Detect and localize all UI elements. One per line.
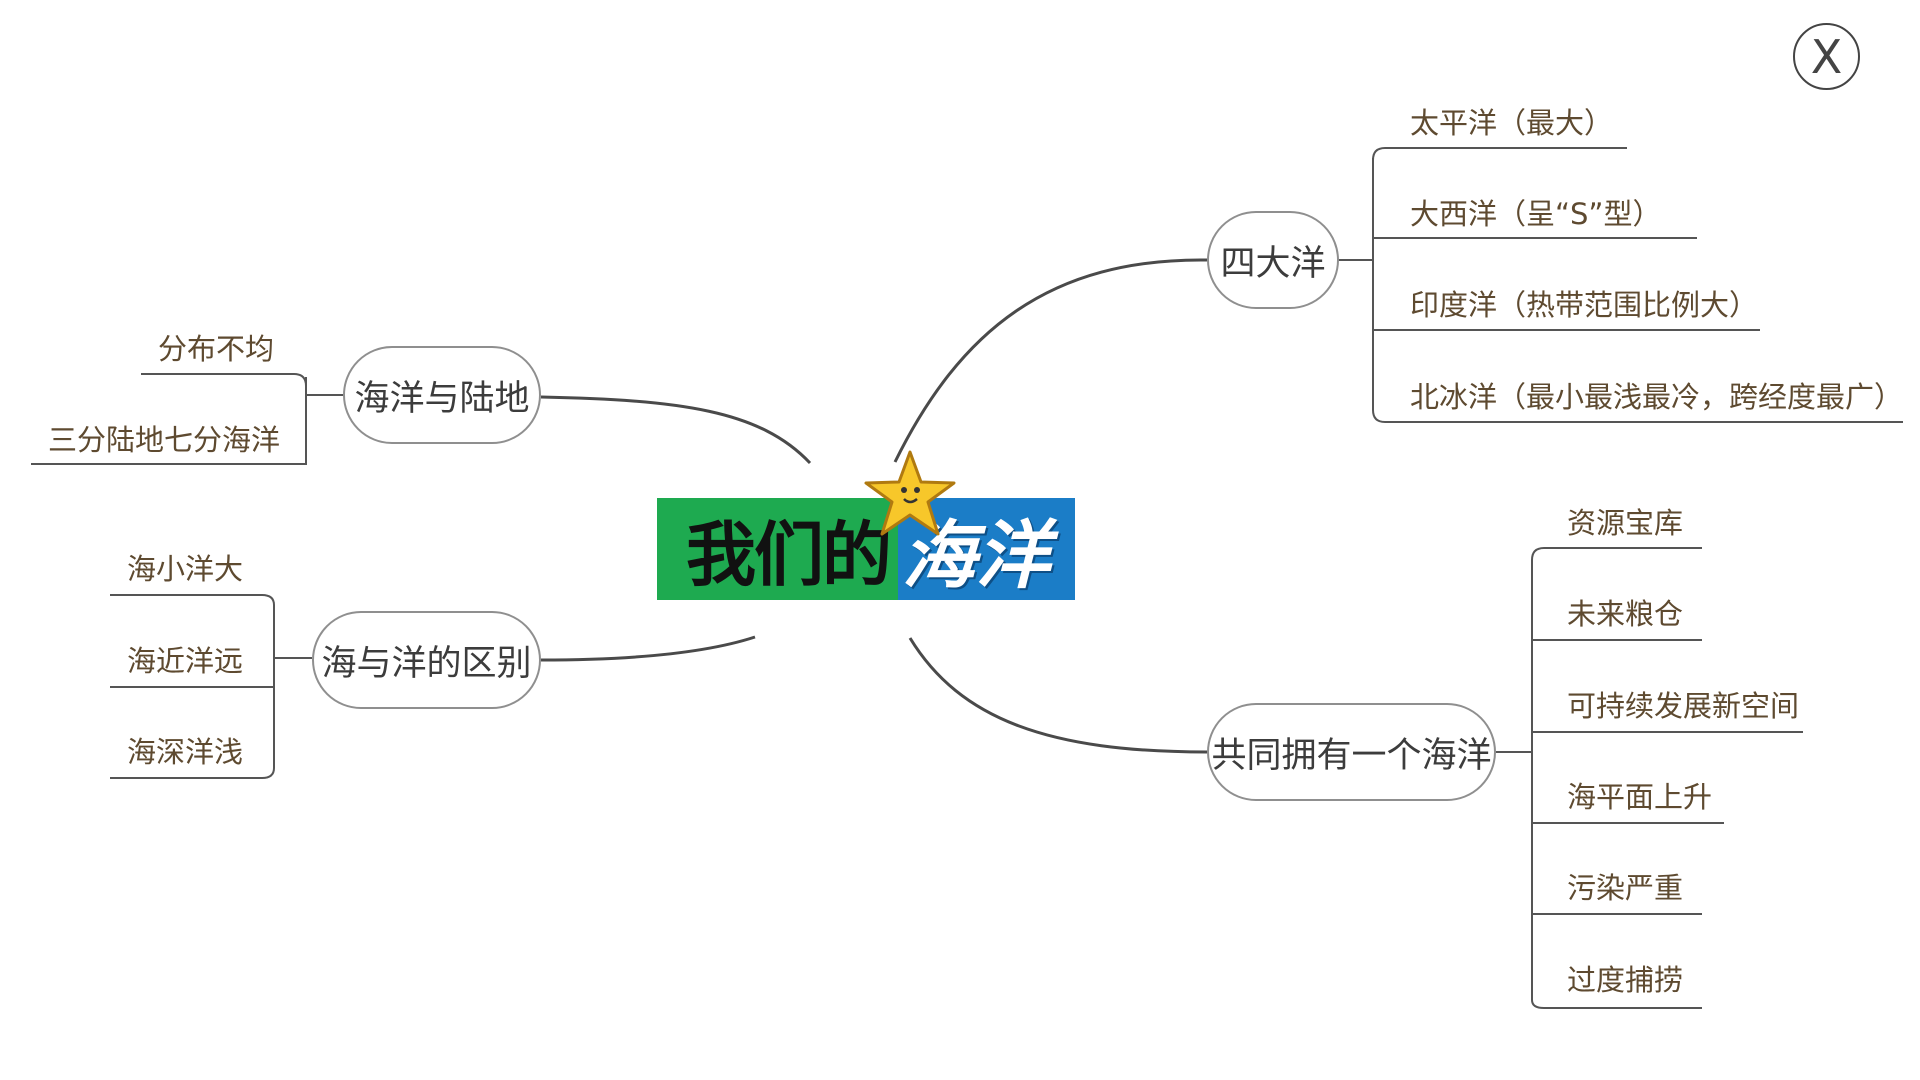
- node-shared-ocean[interactable]: 共同拥有一个海洋: [1207, 703, 1496, 801]
- center-title-part1: 我们的: [657, 498, 898, 600]
- leaf-pacific[interactable]: 太平洋（最大）: [1410, 106, 1614, 140]
- leaf-resource-treasury[interactable]: 资源宝库: [1567, 506, 1684, 540]
- leaf-sustainable-space[interactable]: 可持续发展新空间: [1567, 689, 1800, 723]
- leaf-indian[interactable]: 印度洋（热带范围比例大）: [1410, 288, 1759, 322]
- leaf-uneven-distribution[interactable]: 分布不均: [158, 332, 275, 366]
- leaf-sea-small-ocean-big[interactable]: 海小洋大: [127, 552, 244, 586]
- connector-shared-ocean: [908, 637, 1208, 754]
- leaf-sea-level-rise[interactable]: 海平面上升: [1567, 780, 1713, 814]
- node-four-oceans[interactable]: 四大洋: [1207, 211, 1339, 309]
- leaf-sea-deep-ocean-shallow[interactable]: 海深洋浅: [127, 735, 244, 769]
- leaf-overfishing[interactable]: 过度捕捞: [1567, 963, 1684, 997]
- close-button[interactable]: X: [1793, 23, 1860, 90]
- center-title[interactable]: 我们的 海洋: [657, 498, 1075, 600]
- node-sea-land[interactable]: 海洋与陆地: [343, 346, 541, 444]
- leaf-three-land-seven-sea[interactable]: 三分陆地七分海洋: [48, 423, 281, 457]
- connector-four-oceans: [893, 258, 1208, 463]
- leaf-future-granary[interactable]: 未来粮仓: [1567, 597, 1684, 631]
- connector-sea-vs-ocean: [540, 635, 756, 662]
- node-sea-vs-ocean[interactable]: 海与洋的区别: [312, 611, 541, 709]
- leaf-serious-pollution[interactable]: 污染严重: [1567, 871, 1684, 905]
- leaf-atlantic[interactable]: 大西洋（呈“S”型）: [1410, 197, 1662, 231]
- leaf-arctic[interactable]: 北冰洋（最小最浅最冷，跨经度最广）: [1410, 380, 1904, 414]
- connector-sea-land: [540, 395, 812, 465]
- leaf-sea-near-ocean-far[interactable]: 海近洋远: [127, 644, 244, 678]
- starfish-icon: [864, 450, 956, 536]
